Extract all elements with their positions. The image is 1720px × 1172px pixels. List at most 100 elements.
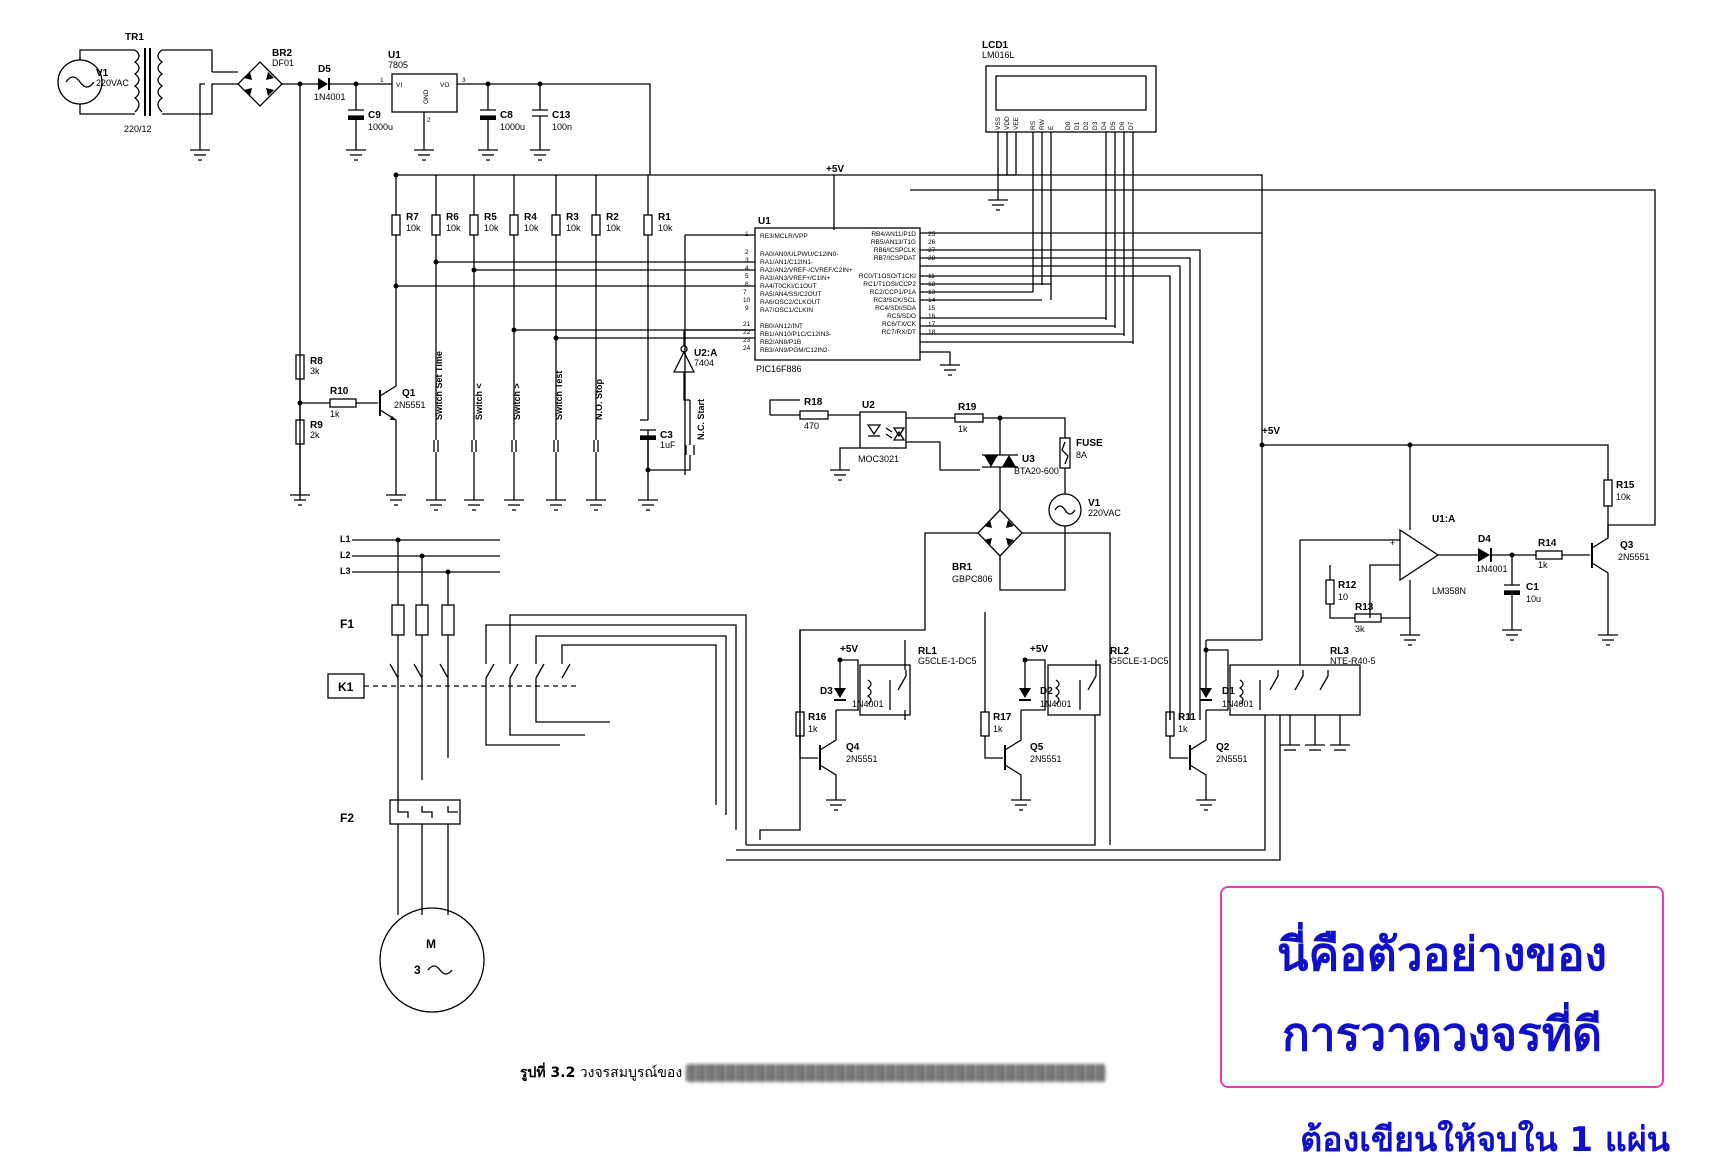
svg-text:RB6/ICSPCLK: RB6/ICSPCLK <box>874 247 917 254</box>
svg-text:L1: L1 <box>340 534 351 544</box>
svg-text:2N5551: 2N5551 <box>846 754 878 764</box>
svg-text:U2: U2 <box>862 400 875 411</box>
svg-text:N.O. Stop: N.O. Stop <box>594 379 604 420</box>
svg-text:C9: C9 <box>368 110 381 121</box>
svg-text:10k: 10k <box>1616 492 1631 502</box>
svg-text:1000u: 1000u <box>500 122 525 132</box>
svg-text:Switch <: Switch < <box>474 383 484 420</box>
svg-text:220VAC: 220VAC <box>96 78 129 88</box>
svg-text:RA5/AN4/SS/C2OUT: RA5/AN4/SS/C2OUT <box>760 291 821 298</box>
svg-text:Q1: Q1 <box>402 388 416 399</box>
svg-text:21: 21 <box>743 321 751 328</box>
svg-text:+5V: +5V <box>826 164 844 175</box>
svg-text:U1: U1 <box>758 216 771 227</box>
svg-text:15: 15 <box>928 305 936 312</box>
svg-text:RC7/RX/DT: RC7/RX/DT <box>882 329 916 336</box>
svg-text:1N4001: 1N4001 <box>314 92 346 102</box>
svg-text:1N4001: 1N4001 <box>1040 699 1072 709</box>
capacitor-c8: C8 1000u <box>478 84 525 161</box>
svg-text:RE3/MCLR/VPP: RE3/MCLR/VPP <box>760 233 808 240</box>
svg-text:Switch Test: Switch Test <box>554 371 564 420</box>
three-phase-power: L1 L2 L3 F1 K1 F2 M 3 <box>327 534 747 1013</box>
svg-text:RA7/OSC1/CLKIN: RA7/OSC1/CLKIN <box>760 307 813 314</box>
annotation-line-1: นี่คือตัวอย่างของ <box>1277 927 1607 981</box>
svg-text:10k: 10k <box>524 223 539 233</box>
svg-text:R15: R15 <box>1616 480 1635 491</box>
svg-text:BR1: BR1 <box>952 562 972 573</box>
svg-text:C1: C1 <box>1526 582 1539 593</box>
svg-text:RC4/SDI/SDA: RC4/SDI/SDA <box>875 305 916 312</box>
svg-text:RB1/AN10/P1C/C12IN3-: RB1/AN10/P1C/C12IN3- <box>760 331 831 338</box>
svg-text:4: 4 <box>745 265 749 272</box>
svg-text:K1: K1 <box>338 680 354 694</box>
svg-text:5: 5 <box>745 273 749 280</box>
svg-text:RC0/T1OSO/T1CKI: RC0/T1OSO/T1CKI <box>859 273 916 280</box>
svg-text:R17: R17 <box>993 712 1012 723</box>
svg-text:LM016L: LM016L <box>982 50 1015 60</box>
svg-text:RL1: RL1 <box>918 646 937 657</box>
svg-text:R12: R12 <box>1338 580 1357 591</box>
svg-text:VEE: VEE <box>1013 116 1020 130</box>
svg-text:Q2: Q2 <box>1216 742 1230 753</box>
svg-text:R11: R11 <box>1178 712 1196 723</box>
svg-text:D1: D1 <box>1074 121 1081 130</box>
svg-text:G5CLE-1-DC5: G5CLE-1-DC5 <box>918 656 977 666</box>
svg-text:3: 3 <box>462 77 466 84</box>
svg-text:D2: D2 <box>1083 121 1090 130</box>
svg-text:D3: D3 <box>820 686 833 697</box>
svg-text:3k: 3k <box>1355 624 1365 634</box>
svg-text:Switch Set Time: Switch Set Time <box>434 351 444 420</box>
svg-text:RC5/SDO: RC5/SDO <box>887 313 916 320</box>
capacitor-c9: C9 1000u <box>346 84 393 161</box>
svg-text:D6: D6 <box>1119 121 1126 130</box>
capacitor-c13: C13 100n <box>530 84 572 161</box>
svg-text:R2: R2 <box>606 212 619 223</box>
svg-text:F1: F1 <box>340 617 354 631</box>
svg-text:C13: C13 <box>552 110 571 121</box>
svg-text:C3: C3 <box>660 430 673 441</box>
svg-text:Q3: Q3 <box>1620 540 1634 551</box>
svg-text:220VAC: 220VAC <box>1088 508 1121 518</box>
svg-text:BR2: BR2 <box>272 48 292 59</box>
svg-text:3k: 3k <box>310 366 320 376</box>
svg-text:TR1: TR1 <box>125 32 144 43</box>
svg-text:RA3/AN3/VREF+/C1IN+: RA3/AN3/VREF+/C1IN+ <box>760 275 831 282</box>
svg-text:R14: R14 <box>1538 538 1557 549</box>
svg-text:7: 7 <box>743 289 747 296</box>
svg-text:22: 22 <box>743 329 751 336</box>
capacitor-c3: C3 1uF <box>640 419 676 470</box>
svg-text:D5: D5 <box>318 64 331 75</box>
lcd-display: LCD1 LM016L VSS VDD VEE RS RW E D0 D1 D2… <box>982 40 1157 344</box>
svg-text:U1:A: U1:A <box>1432 514 1455 525</box>
svg-text:U2:A: U2:A <box>694 348 717 359</box>
svg-text:10u: 10u <box>1526 594 1541 604</box>
svg-text:RB4/AN11/P1D: RB4/AN11/P1D <box>871 231 916 238</box>
svg-text:RB7/ICSPDAT: RB7/ICSPDAT <box>874 255 916 262</box>
svg-text:RB0/AN12/INT: RB0/AN12/INT <box>760 323 803 330</box>
opamp-lm358 <box>1399 528 1440 582</box>
svg-text:GND: GND <box>423 89 430 104</box>
microcontroller-pic16f886: U1 PIC16F886 RE3/MCLR/VPP RA0/AN0/ULPWU/… <box>393 216 1262 720</box>
svg-text:1k: 1k <box>330 409 340 419</box>
svg-text:10k: 10k <box>658 223 673 233</box>
svg-text:10: 10 <box>1338 592 1348 602</box>
svg-text:NTE-R40-5: NTE-R40-5 <box>1330 656 1376 666</box>
svg-text:RB2/AN8/P1B: RB2/AN8/P1B <box>760 339 801 346</box>
svg-text:LM358N: LM358N <box>1432 586 1466 596</box>
svg-text:RL2: RL2 <box>1110 646 1129 657</box>
svg-text:18: 18 <box>928 329 936 336</box>
svg-text:1k: 1k <box>958 424 968 434</box>
svg-text:D2: D2 <box>1040 686 1053 697</box>
svg-text:GBPC806: GBPC806 <box>952 574 993 584</box>
svg-text:1N4001: 1N4001 <box>1222 699 1254 709</box>
svg-text:D7: D7 <box>1128 121 1135 130</box>
svg-text:1N4001: 1N4001 <box>1476 564 1508 574</box>
svg-text:RL3: RL3 <box>1330 646 1349 657</box>
svg-text:10k: 10k <box>566 223 581 233</box>
